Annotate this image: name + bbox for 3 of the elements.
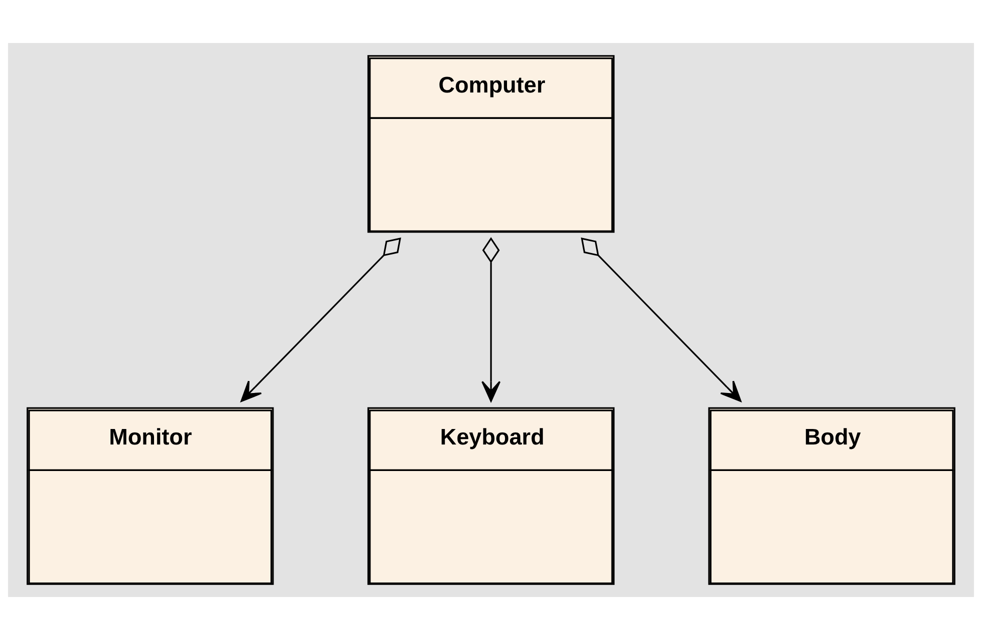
arrow [580, 237, 742, 402]
arrow [240, 237, 402, 402]
arrow [481, 236, 501, 402]
